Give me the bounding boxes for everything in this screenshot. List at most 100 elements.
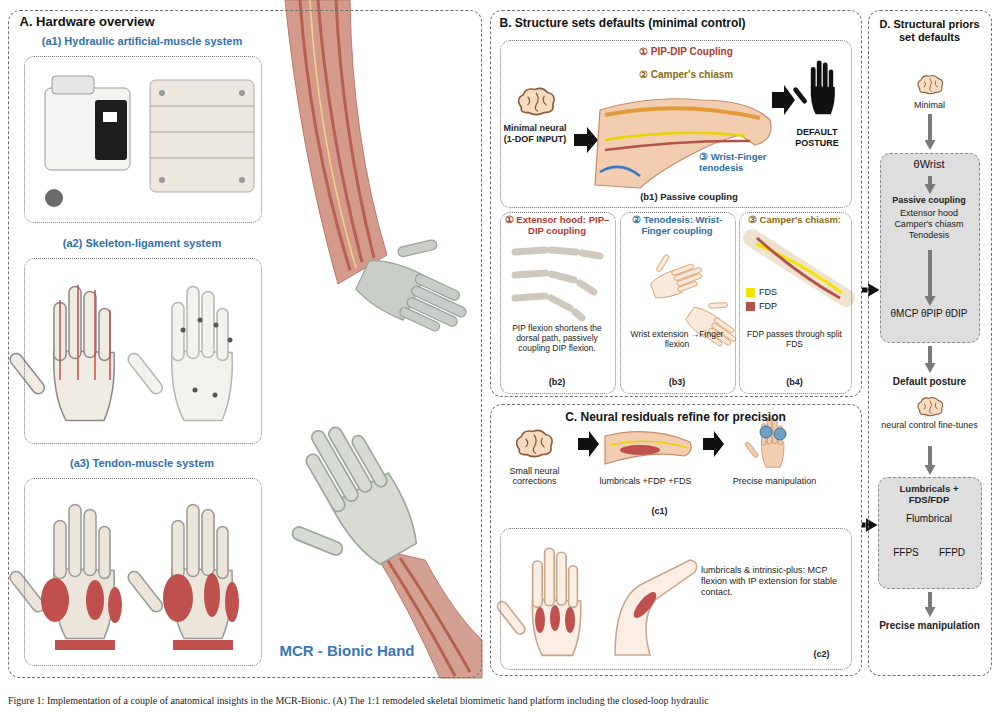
arm-illustration — [251, 410, 426, 596]
arm-illustration — [285, 0, 387, 284]
node-heading: Lumbricals + FDS/FDP — [879, 483, 979, 506]
hydraulic-unit — [95, 100, 127, 160]
figure-label: MCR - Bionic Hand — [262, 642, 432, 660]
extensor-hood-bones — [515, 250, 600, 256]
intrinsic-plus-hands — [550, 605, 560, 631]
tenodesis-hands — [643, 244, 707, 301]
muscle-hand — [86, 580, 104, 620]
sub-panel: ① Extensor hood: PIP–DIP couplingPIP fle… — [500, 212, 616, 394]
passive-coupling-illustration — [605, 133, 745, 140]
flow-illustration — [928, 250, 932, 296]
skeleton-hand — [181, 328, 186, 333]
campers-chiasm-finger — [756, 244, 842, 293]
node-text: neural control fine-tunes — [871, 420, 989, 431]
skeleton-hand — [8, 285, 233, 421]
skeleton-hand — [228, 338, 233, 343]
node-text: FFPD — [929, 547, 975, 559]
node-heading: (a1) Hydraulic artificial-muscle system — [17, 35, 267, 48]
node-text: (b1) Passive coupling — [619, 191, 759, 202]
arm-illustration — [352, 218, 489, 344]
skeleton-hand — [213, 393, 218, 398]
sub-panel: (a3) Tendon-muscle system — [24, 478, 262, 666]
flow-illustration — [928, 176, 932, 184]
neural-residual-illustration — [620, 445, 660, 455]
node-heading: (a3) Tendon-muscle system — [17, 457, 267, 470]
hydraulic-unit — [103, 112, 117, 122]
arm-illustration — [310, 0, 356, 268]
flow-illustration — [918, 397, 943, 415]
muscle-hand — [8, 505, 239, 651]
intrinsic-plus-hands — [630, 589, 660, 621]
hydraulic-unit — [45, 189, 63, 207]
node-text: DEFAULT POSTURE — [785, 127, 849, 149]
muscle-hand — [126, 505, 233, 639]
passive-coupling-illustration — [595, 99, 771, 188]
figure-caption: Figure 1: Implementation of a couple of … — [8, 695, 709, 707]
skeleton-hand — [126, 287, 233, 421]
hydraulic-unit — [150, 106, 254, 158]
node-text: Minimal — [871, 100, 989, 111]
node-heading: ② Tenodesis: Wrist-Finger coupling — [622, 214, 732, 237]
node-text: (c2) — [799, 649, 844, 660]
node-heading: D. Structural priors set defaults — [871, 18, 989, 44]
intrinsic-plus-hands — [565, 607, 575, 633]
flow-illustration — [928, 592, 932, 607]
intrinsic-plus-hands — [535, 607, 545, 633]
flow-illustration — [928, 346, 932, 363]
sub-panel: (a1) Hydraulic artificial-muscle system — [24, 56, 262, 223]
grey-box: Lumbricals + FDS/FDPFlumbricalFFPSFFPD — [878, 477, 982, 589]
passive-coupling-illustration — [519, 88, 554, 114]
extensor-hood-bones — [515, 273, 594, 292]
node-text: ② Camper's chiasm — [639, 69, 769, 81]
node-text: FDP passes through split FDS — [741, 329, 848, 349]
hydraulic-unit — [159, 177, 165, 183]
neural-residual-illustration — [703, 431, 724, 457]
node-text: lumbricals +FDP +FDS — [600, 476, 692, 487]
passive-coupling-illustration — [772, 85, 795, 115]
tenodesis-hands — [643, 244, 707, 301]
flow-illustration — [918, 75, 943, 93]
node-heading: (a2) Skeleton-ligament system — [17, 237, 267, 250]
intrinsic-plus-hands — [496, 548, 697, 655]
node-text: PIP flexion shortens the dorsal path, pa… — [502, 323, 612, 354]
node-text: Passive coupling — [881, 195, 977, 206]
sub-panel: ② Tenodesis: Wrist-Finger couplingWrist … — [620, 212, 736, 394]
skeleton-hand — [198, 318, 203, 323]
sub-panel: lumbricals & intrinsic-plus: MCP flexion… — [500, 528, 852, 670]
legend-text: FDP — [759, 301, 777, 312]
neural-residual-illustration — [578, 431, 599, 457]
sub-panel: Minimal neural (1-DOF INPUT)① PIP-DIP Co… — [500, 40, 852, 208]
node-text: Small neural corrections — [496, 466, 574, 488]
passive-coupling-illustration — [605, 141, 750, 150]
neural-residual-illustration — [774, 428, 786, 440]
muscle-hand — [225, 582, 239, 622]
arm-illustration — [251, 410, 426, 596]
legend-text: FDS — [759, 287, 777, 298]
passive-coupling-illustration — [574, 127, 598, 153]
flow-illustration — [880, 153, 980, 343]
node-heading: θWrist — [881, 158, 977, 171]
node-text: ③ Wrist-Finger tenodesis — [699, 151, 785, 174]
skeleton-hand — [193, 388, 198, 393]
neural-residual-illustration — [610, 441, 688, 448]
tenodesis-hands — [683, 289, 750, 353]
skeleton-hand — [214, 323, 219, 328]
campers-chiasm-finger — [752, 238, 846, 298]
neural-residual-illustration — [517, 417, 786, 467]
panel: (a1) Hydraulic artificial-muscle system (… — [8, 10, 482, 678]
flow-illustration — [928, 114, 932, 140]
node-text: (b2) — [502, 377, 612, 388]
grey-box: θWristPassive couplingExtensor hood Camp… — [880, 153, 980, 343]
node-heading: ③ Camper's chiasm: — [741, 214, 848, 225]
arm-illustration — [352, 218, 489, 344]
connector-arrow — [862, 288, 868, 293]
node-heading: lumbricals & intrinsic-plus: MCP flexion… — [701, 565, 846, 597]
intrinsic-plus-hands — [496, 548, 581, 655]
connector-arrow — [862, 523, 866, 528]
node-text: Default posture — [871, 376, 989, 388]
sub-panel: (a2) Skeleton-ligament system — [24, 258, 262, 444]
node-text: Precise manipulation — [871, 620, 989, 632]
flow-illustration — [878, 477, 982, 589]
panel: Minimal neural (1-DOF INPUT)① PIP-DIP Co… — [490, 10, 862, 397]
